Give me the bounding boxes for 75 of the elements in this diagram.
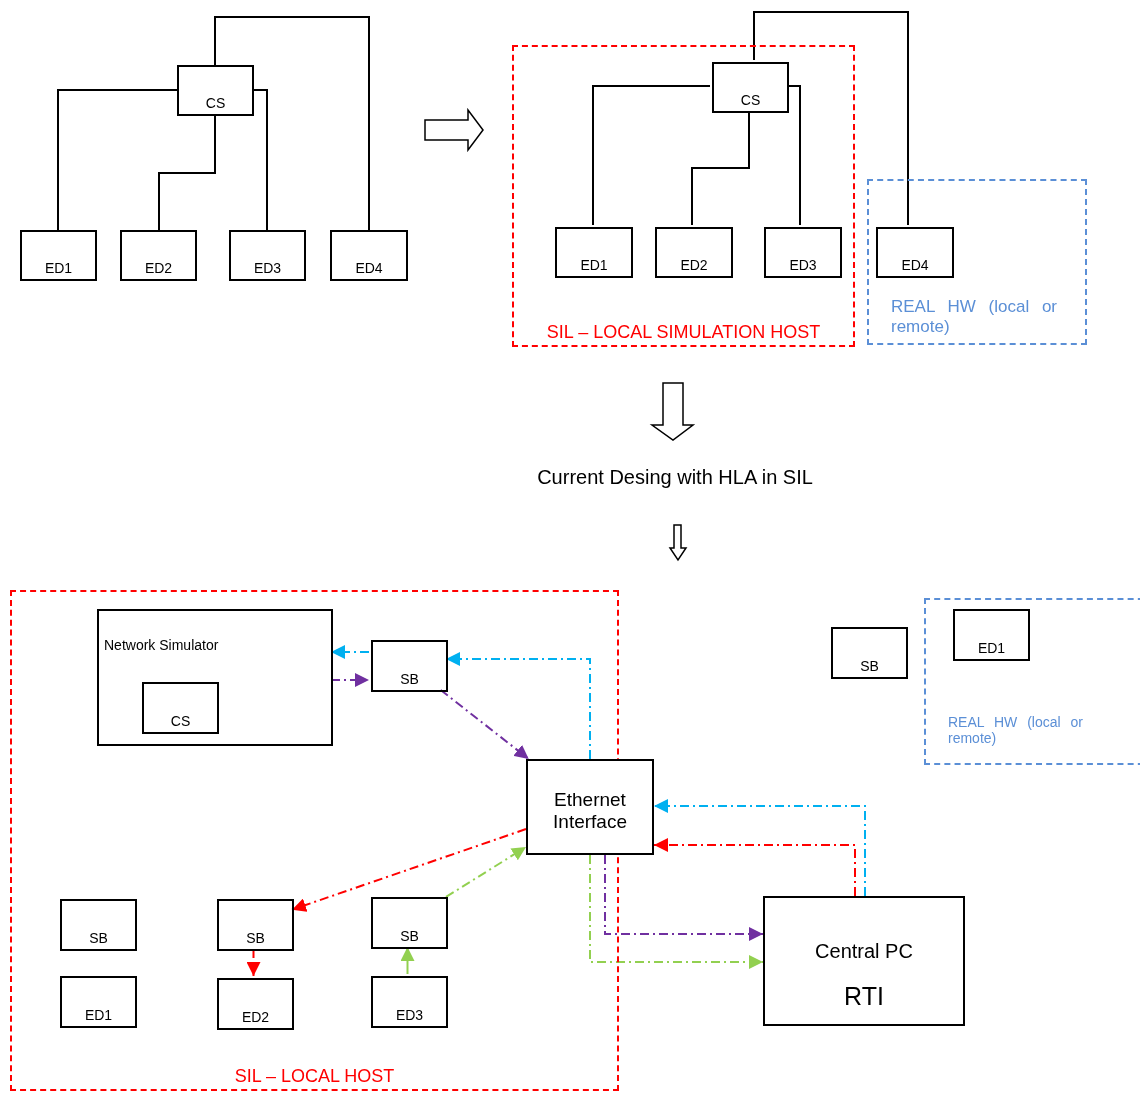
connector-line: [214, 16, 370, 231]
arrow: [445, 652, 591, 760]
device-box: [142, 682, 219, 734]
device-box: [330, 230, 408, 281]
device-box: [229, 230, 306, 281]
device-box: [371, 640, 448, 692]
arrow: [330, 673, 370, 687]
simulation-host-boundary: [512, 45, 855, 347]
device-box: [831, 627, 908, 679]
node-subtitle: RTI: [843, 982, 885, 1011]
node-label: CS: [170, 713, 191, 729]
node-label: ED3: [253, 260, 282, 276]
arrow: [589, 854, 764, 969]
device-box: [712, 62, 789, 113]
node-label: ED1: [84, 1007, 113, 1023]
node-title: Central PC: [814, 940, 914, 963]
node-label: SB: [400, 671, 419, 687]
arrow: [653, 838, 856, 897]
device-box: [20, 230, 97, 281]
node-label: ED1: [44, 260, 73, 276]
real-hardware-boundary: [924, 598, 1140, 765]
device-box: [217, 899, 294, 951]
node-label: CS: [740, 92, 761, 108]
ethernet-interface-box: [526, 759, 654, 855]
arrow: [604, 854, 764, 941]
arrow: [653, 799, 866, 897]
node-label: SB: [400, 928, 419, 944]
network-simulator-box: [97, 609, 333, 746]
node-label: SB: [89, 930, 108, 946]
node-label: ED2: [144, 260, 173, 276]
device-box: [555, 227, 633, 278]
real-hardware-boundary: [867, 179, 1087, 345]
device-box: [60, 976, 137, 1028]
node-label: ED1: [580, 257, 608, 273]
device-box: [764, 227, 842, 278]
boundary-label: Network Simulator: [104, 637, 220, 654]
node-label: SB: [246, 930, 265, 946]
device-box: [371, 897, 448, 949]
node-label: ED4: [355, 260, 383, 276]
diagram-heading: Current Desing with HLA in SIL: [536, 466, 814, 489]
device-box: [177, 65, 254, 116]
boundary-label: SIL – LOCAL HOST: [233, 1066, 396, 1087]
node-label: ED2: [241, 1009, 270, 1025]
node-label: CS: [205, 95, 226, 111]
arrow: [445, 846, 527, 898]
connector-line: [158, 115, 216, 231]
node-label: ED3: [395, 1007, 424, 1023]
device-box: [876, 227, 954, 278]
node-label: ED1: [977, 640, 1006, 656]
arrow: [439, 689, 530, 760]
connector-line: [253, 89, 268, 231]
central-pc-box: [763, 896, 965, 1026]
node-label: ED4: [901, 257, 929, 273]
arrow: [291, 828, 527, 912]
device-box: [371, 976, 448, 1028]
arrow: [246, 948, 261, 977]
connector-line: [786, 85, 801, 226]
device-box: [120, 230, 197, 281]
arrow: [400, 946, 415, 975]
boundary-label: REAL HW (local or remote): [948, 714, 1084, 747]
device-box: [655, 227, 733, 278]
arrow: [330, 645, 370, 659]
device-box: [60, 899, 137, 951]
boundary-label: SIL – LOCAL SIMULATION HOST: [545, 322, 822, 343]
device-box: [953, 609, 1030, 661]
connector-line: [592, 85, 711, 226]
node-label: ED3: [789, 257, 817, 273]
connector-line: [753, 11, 909, 226]
device-box: [217, 978, 294, 1030]
boundary-label: REAL HW (local or remote): [891, 297, 1058, 337]
connector-line: [57, 89, 178, 231]
boundary-label: Ethernet Interface: [552, 789, 628, 833]
node-label: ED2: [680, 257, 708, 273]
node-label: SB: [860, 658, 879, 674]
connector-line: [691, 110, 750, 226]
